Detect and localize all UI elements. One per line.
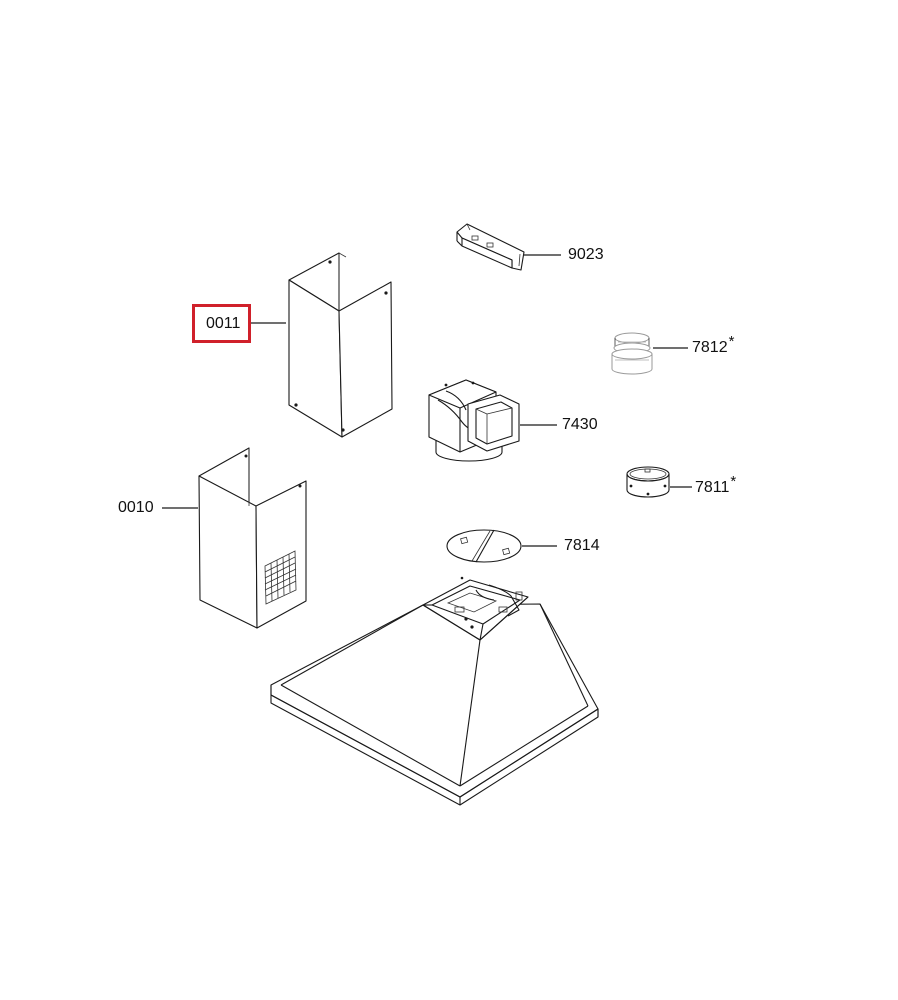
part-label-7812[interactable]: 7812* [692,333,734,357]
asterisk-mark: * [730,473,737,490]
part-label-0010[interactable]: 0010 [118,499,154,517]
part-number: 9023 [568,246,604,263]
selected-part-highlight [192,304,251,343]
part-number: 7812 [692,339,728,356]
asterisk-mark: * [728,333,735,350]
vent-grille [264,550,297,605]
part-number: 0011 [206,315,241,332]
part-label-7814[interactable]: 7814 [564,537,600,555]
part-number: 7430 [562,416,598,433]
canopy-hood-drawing[interactable] [270,576,599,806]
blower-housing-drawing[interactable] [428,379,520,462]
part-label-7811[interactable]: 7811* [695,473,736,497]
adapter-ring-drawing[interactable] [611,332,653,375]
lower-chimney-cover-drawing[interactable] [198,447,307,629]
backdraft-flap-drawing[interactable] [446,529,522,563]
upper-chimney-cover-drawing[interactable] [288,252,393,438]
leader-lines [162,254,692,547]
part-number: 7814 [564,537,600,554]
connector-ring-drawing[interactable] [626,466,670,498]
part-label-9023[interactable]: 9023 [568,246,604,264]
mounting-bracket-drawing[interactable] [456,223,525,271]
part-number: 0010 [118,499,154,516]
part-label-7430[interactable]: 7430 [562,416,598,434]
part-number: 7811 [695,479,730,496]
part-label-0011[interactable]: 0011 [206,315,240,333]
